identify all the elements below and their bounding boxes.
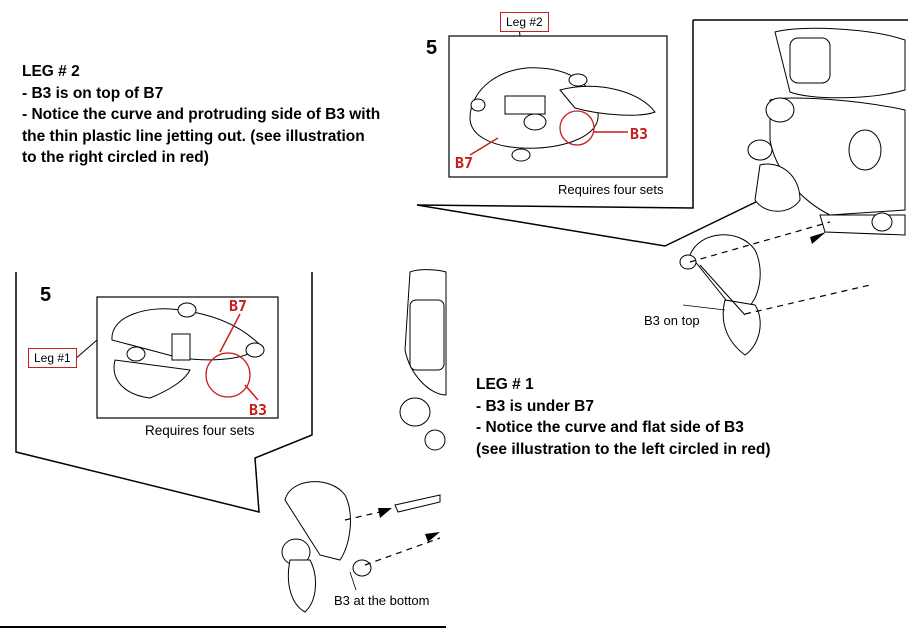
bottom-caption: B3 at the bottom bbox=[334, 593, 430, 608]
leg1-note-line: - B3 is under B7 bbox=[476, 397, 594, 415]
bottom-requires-text: Requires four sets bbox=[145, 423, 255, 438]
bottom-label-b3: B3 bbox=[249, 401, 268, 419]
leg2-note-title: LEG # 2 bbox=[22, 63, 80, 80]
leg2-note-line: - B3 is on top of B7 bbox=[22, 84, 164, 102]
top-leg-drawing bbox=[679, 234, 761, 356]
top-part-drawing bbox=[469, 67, 656, 162]
leg1-note-line: (see illustration to the left circled in… bbox=[476, 440, 771, 458]
leg1-tag: Leg #1 bbox=[28, 348, 77, 368]
top-step-number: 5 bbox=[426, 37, 438, 59]
bottom-part-drawing bbox=[111, 302, 265, 399]
bottom-illustration-box bbox=[96, 296, 279, 419]
bottom-robot-drawing bbox=[399, 269, 447, 451]
top-label-b7: B7 bbox=[455, 154, 474, 172]
leg1-note-line: - Notice the curve and flat side of B3 bbox=[476, 419, 744, 436]
bottom-highlight-circle bbox=[205, 352, 251, 398]
leg1-note-title: LEG # 1 bbox=[476, 376, 534, 393]
leg2-note-line: - Notice the curve and protruding side o… bbox=[22, 106, 381, 123]
top-callout-bubble bbox=[416, 19, 908, 247]
bottom-label-b7: B7 bbox=[229, 297, 248, 315]
leg2-note-line: the thin plastic line jetting out. (see … bbox=[22, 127, 365, 145]
bottom-leg-drawing bbox=[281, 481, 441, 613]
top-label-b3: B3 bbox=[630, 125, 649, 143]
leg1-note: LEG # 1 - B3 is under B7 - Notice the cu… bbox=[476, 374, 771, 460]
top-caption: B3 on top bbox=[644, 313, 700, 328]
leg2-tag: Leg #2 bbox=[500, 12, 549, 32]
top-robot-drawing bbox=[747, 27, 906, 236]
top-highlight-circle bbox=[559, 110, 595, 146]
top-illustration-box bbox=[448, 35, 668, 178]
leg2-note: LEG # 2 - B3 is on top of B7 - Notice th… bbox=[22, 61, 380, 169]
bottom-callout-bubble bbox=[15, 272, 313, 513]
leg2-note-line: to the right circled in red) bbox=[22, 149, 209, 166]
bottom-step-number: 5 bbox=[40, 284, 52, 306]
top-requires-text: Requires four sets bbox=[558, 182, 664, 197]
